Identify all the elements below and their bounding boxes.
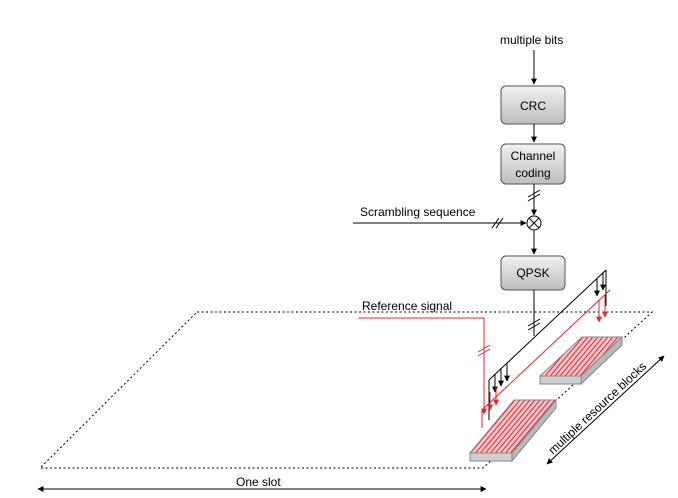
channel-coding-block — [500, 143, 566, 185]
qpsk-label: QPSK — [516, 266, 549, 280]
reference-signal-line — [358, 317, 485, 398]
input-label: multiple bits — [500, 33, 563, 47]
slot-label: One slot — [236, 475, 281, 489]
data-distribution-bus — [488, 269, 607, 381]
channel-coding-label-line2: coding — [515, 166, 550, 180]
scrambling-label: Scrambling sequence — [360, 205, 476, 219]
bus-slash-icon — [491, 217, 504, 229]
resource-blocks-arrow — [546, 355, 665, 465]
qpsk-block — [500, 255, 566, 291]
bus-slash-icon — [477, 344, 491, 357]
channel-coding-label-line1: Channel — [511, 149, 556, 163]
crc-label: CRC — [520, 99, 546, 113]
reference-distribution-bus — [481, 289, 611, 411]
resource-block-lower — [468, 398, 558, 463]
multiplier-icon — [526, 215, 542, 231]
reference-signal-label: Reference signal — [362, 299, 452, 313]
bus-slash-icon — [527, 189, 541, 202]
slot-plane — [38, 311, 654, 469]
bus-slash-icon — [527, 318, 541, 331]
resource-block-upper — [538, 335, 624, 386]
crc-block — [500, 85, 566, 125]
